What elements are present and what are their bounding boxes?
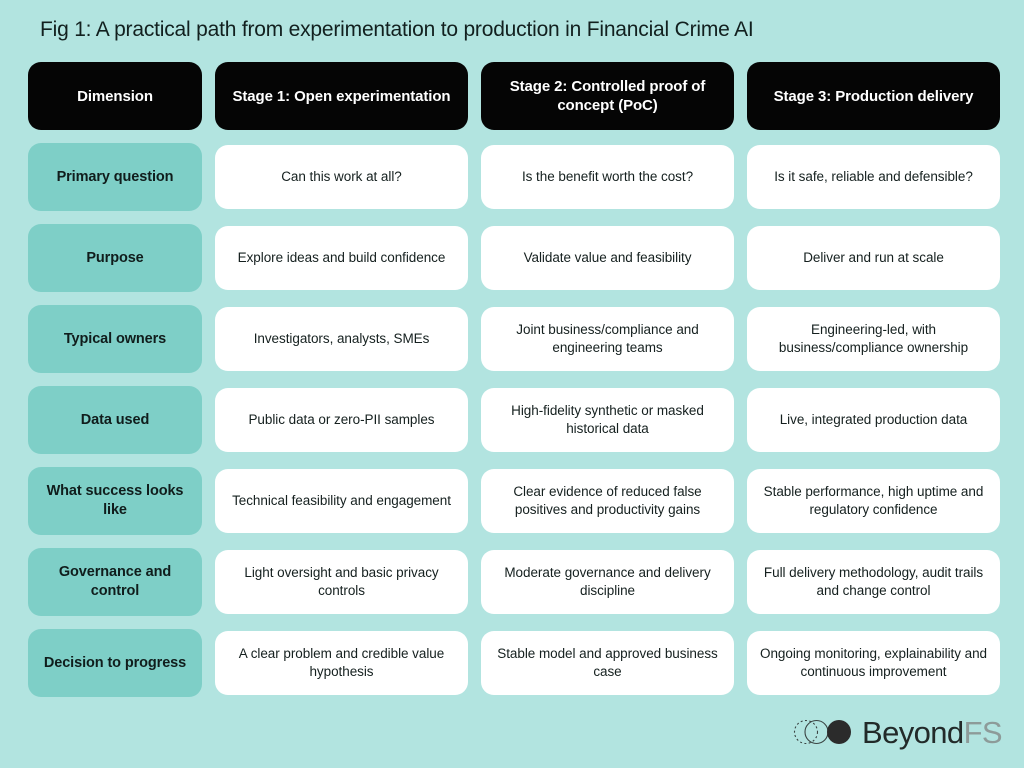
row-label: Typical owners [28, 305, 202, 373]
table-header-row: Dimension Stage 1: Open experimentation … [28, 62, 1000, 130]
row-cell-stage-3: Live, integrated production data [747, 388, 1000, 452]
row-cell-stage-1: Public data or zero-PII samples [215, 388, 468, 452]
table-row: Governance and control Light oversight a… [28, 548, 1000, 616]
page-title: Fig 1: A practical path from experimenta… [40, 18, 754, 41]
header-cell-stage-3: Stage 3: Production delivery [747, 62, 1000, 130]
row-cell-stage-1: Can this work at all? [215, 145, 468, 209]
row-cell-stage-2: Validate value and feasibility [481, 226, 734, 290]
overlapping-circles-icon [793, 719, 852, 745]
table-row: Primary question Can this work at all? I… [28, 143, 1000, 211]
comparison-table: Dimension Stage 1: Open experimentation … [28, 62, 1000, 697]
row-cell-stage-1: A clear problem and credible value hypot… [215, 631, 468, 695]
row-cell-stage-1: Investigators, analysts, SMEs [215, 307, 468, 371]
row-cell-stage-3: Ongoing monitoring, explainability and c… [747, 631, 1000, 695]
logo-primary-text: Beyond [862, 714, 964, 750]
table-row: Data used Public data or zero-PII sample… [28, 386, 1000, 454]
row-cell-stage-1: Technical feasibility and engagement [215, 469, 468, 533]
table-row: What success looks like Technical feasib… [28, 467, 1000, 535]
header-cell-dimension: Dimension [28, 62, 202, 130]
row-cell-stage-3: Engineering-led, with business/complianc… [747, 307, 1000, 371]
table-row: Decision to progress A clear problem and… [28, 629, 1000, 697]
row-label: Decision to progress [28, 629, 202, 697]
header-cell-stage-2: Stage 2: Controlled proof of concept (Po… [481, 62, 734, 130]
row-cell-stage-3: Deliver and run at scale [747, 226, 1000, 290]
row-label: Primary question [28, 143, 202, 211]
row-cell-stage-3: Is it safe, reliable and defensible? [747, 145, 1000, 209]
row-cell-stage-2: Stable model and approved business case [481, 631, 734, 695]
row-cell-stage-2: Clear evidence of reduced false positive… [481, 469, 734, 533]
row-cell-stage-1: Light oversight and basic privacy contro… [215, 550, 468, 614]
row-cell-stage-2: Is the benefit worth the cost? [481, 145, 734, 209]
row-cell-stage-2: Joint business/compliance and engineerin… [481, 307, 734, 371]
header-cell-stage-1: Stage 1: Open experimentation [215, 62, 468, 130]
row-label: Governance and control [28, 548, 202, 616]
row-cell-stage-3: Stable performance, high uptime and regu… [747, 469, 1000, 533]
row-label: Purpose [28, 224, 202, 292]
logo-secondary-text: FS [963, 714, 1003, 750]
row-label: Data used [28, 386, 202, 454]
table-row: Purpose Explore ideas and build confiden… [28, 224, 1000, 292]
row-cell-stage-3: Full delivery methodology, audit trails … [747, 550, 1000, 614]
row-label: What success looks like [28, 467, 202, 535]
table-row: Typical owners Investigators, analysts, … [28, 305, 1000, 373]
row-cell-stage-1: Explore ideas and build confidence [215, 226, 468, 290]
row-cell-stage-2: Moderate governance and delivery discipl… [481, 550, 734, 614]
row-cell-stage-2: High-fidelity synthetic or masked histor… [481, 388, 734, 452]
